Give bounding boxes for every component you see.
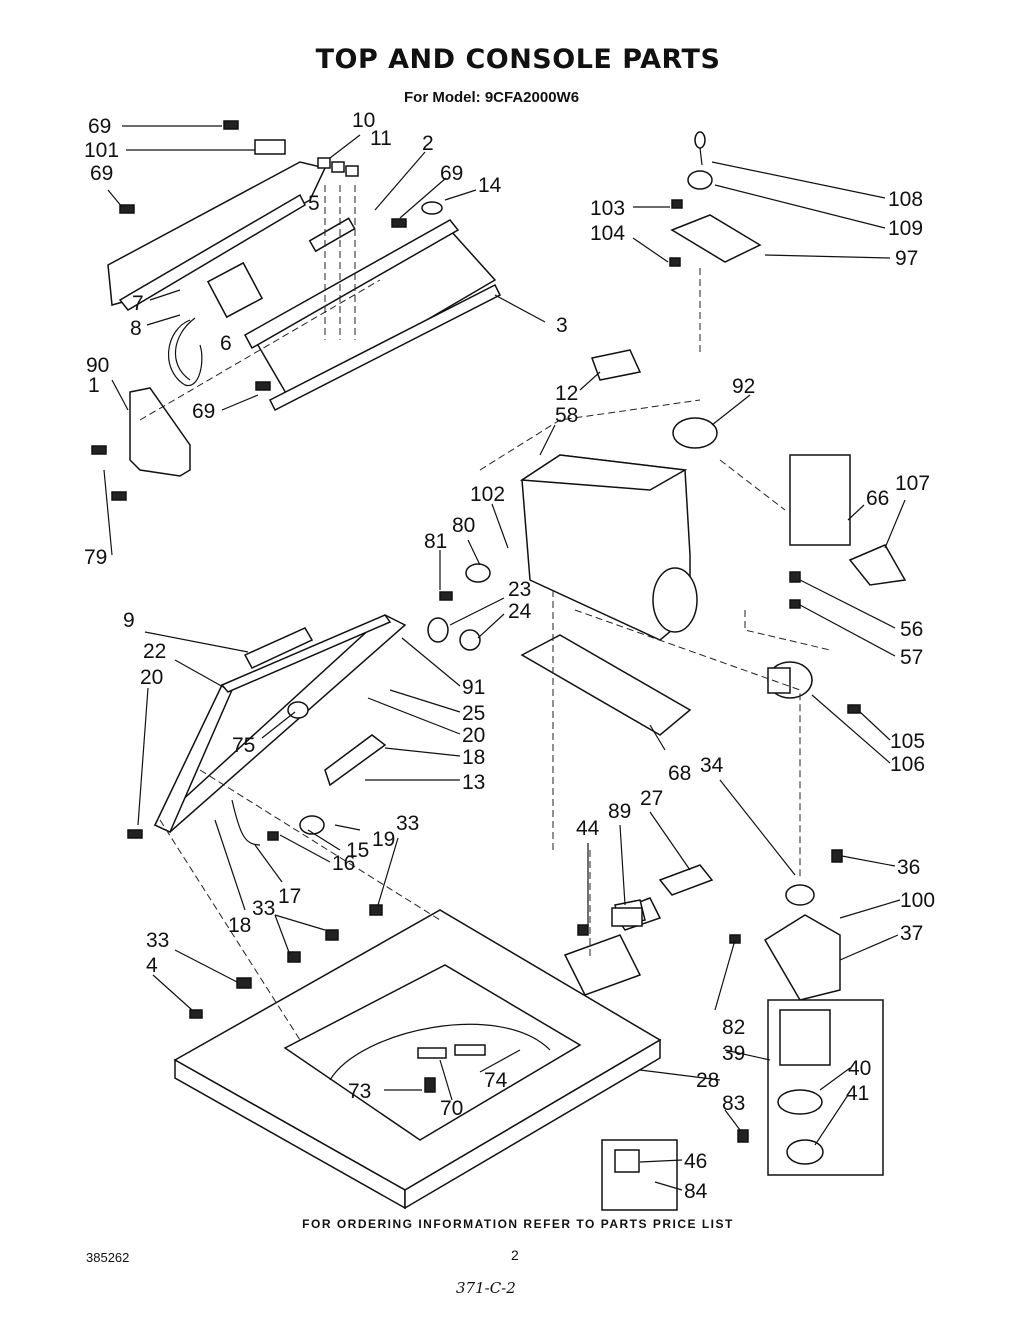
part-label: 79 <box>84 546 107 569</box>
part-label: 18 <box>462 746 485 769</box>
part-label: 22 <box>143 640 166 663</box>
leader-lines <box>103 125 906 1191</box>
part-label: 5 <box>308 192 320 215</box>
part-label: 69 <box>88 115 111 138</box>
part-label: 4 <box>146 954 158 977</box>
part-label: 9 <box>123 609 135 632</box>
part-label: 39 <box>722 1042 745 1065</box>
timer-assembly <box>590 131 762 381</box>
part-label: 102 <box>470 483 505 506</box>
motor-parts <box>427 454 907 714</box>
part-label: 10 <box>352 109 375 132</box>
part-label: 33 <box>146 929 169 952</box>
ordering-info-footer: FOR ORDERING INFORMATION REFER TO PARTS … <box>302 1217 734 1231</box>
part-label: 56 <box>900 618 923 641</box>
console-screws <box>91 120 443 501</box>
part-label: 91 <box>462 676 485 699</box>
part-label: 66 <box>866 487 889 510</box>
page-number: 2 <box>511 1247 519 1263</box>
part-label: 46 <box>684 1150 707 1173</box>
part-label: 74 <box>484 1069 508 1092</box>
part-label: 6 <box>220 332 232 355</box>
part-label: 82 <box>722 1016 745 1039</box>
part-label: 90 <box>86 354 109 377</box>
part-label: 108 <box>888 188 923 211</box>
part-label: 70 <box>440 1097 463 1120</box>
part-label: 101 <box>84 139 119 162</box>
part-label: 20 <box>140 666 163 689</box>
part-label: 89 <box>608 800 631 823</box>
part-label: 97 <box>895 247 918 270</box>
part-label: 84 <box>684 1180 708 1203</box>
part-label: 103 <box>590 197 625 220</box>
part-label: 73 <box>348 1080 371 1103</box>
console-end-cap <box>129 387 191 477</box>
wiring-harness <box>168 317 203 386</box>
part-label: 34 <box>700 754 724 777</box>
part-label: 83 <box>722 1092 745 1115</box>
part-number-labels: 69 101 69 10 11 2 69 14 5 7 8 90 6 1 69 … <box>84 109 935 1203</box>
part-label: 27 <box>640 787 663 810</box>
model-subtitle: For Model: 9CFA2000W6 <box>404 89 580 106</box>
part-label: 28 <box>696 1069 719 1092</box>
part-label: 11 <box>370 127 392 150</box>
part-label: 69 <box>90 162 113 185</box>
part-label: 2 <box>422 132 434 155</box>
console-control-panel <box>206 217 502 412</box>
part-label: 33 <box>252 897 275 920</box>
document-number: 385262 <box>86 1250 130 1265</box>
part-label: 44 <box>576 817 600 840</box>
part-label: 58 <box>555 404 578 427</box>
blower-housing <box>519 417 718 736</box>
page-title: TOP AND CONSOLE PARTS <box>315 44 721 75</box>
console-backsplash <box>107 161 327 311</box>
part-label: 16 <box>332 852 355 875</box>
part-label: 109 <box>888 217 923 240</box>
part-label: 57 <box>900 646 923 669</box>
part-label: 80 <box>452 514 475 537</box>
handwritten-note: 371-C-2 <box>456 1279 516 1297</box>
part-label: 25 <box>462 702 485 725</box>
part-label: 36 <box>897 856 920 879</box>
part-label: 13 <box>462 771 485 794</box>
part-label: 81 <box>424 530 447 553</box>
part-label: 40 <box>848 1057 871 1080</box>
part-label: 68 <box>668 762 691 785</box>
part-label: 100 <box>900 889 935 912</box>
capacitor-assembly <box>601 849 884 1211</box>
switch-parts <box>417 864 714 1093</box>
part-label: 15 <box>346 839 369 862</box>
lid-frame <box>127 614 407 846</box>
part-label: 104 <box>590 222 625 245</box>
part-label: 18 <box>228 914 251 937</box>
part-label: 37 <box>900 922 923 945</box>
part-label: 33 <box>396 812 419 835</box>
part-label: 12 <box>555 382 578 405</box>
part-label: 106 <box>890 753 925 776</box>
part-label: 20 <box>462 724 485 747</box>
part-label: 24 <box>508 600 532 623</box>
part-label: 105 <box>890 730 925 753</box>
part-label: 1 <box>88 374 100 397</box>
part-label: 3 <box>556 314 568 337</box>
part-label: 17 <box>278 885 301 908</box>
part-label: 14 <box>478 174 502 197</box>
part-label: 92 <box>732 375 755 398</box>
part-label: 7 <box>132 292 144 315</box>
part-label: 107 <box>895 472 930 495</box>
part-label: 69 <box>192 400 215 423</box>
part-label: 41 <box>846 1082 869 1105</box>
part-label: 8 <box>130 317 142 340</box>
part-label: 75 <box>232 734 255 757</box>
part-label: 69 <box>440 162 463 185</box>
part-label: 19 <box>372 828 395 851</box>
dashed-assembly-lines <box>139 185 831 1041</box>
part-label: 23 <box>508 578 531 601</box>
